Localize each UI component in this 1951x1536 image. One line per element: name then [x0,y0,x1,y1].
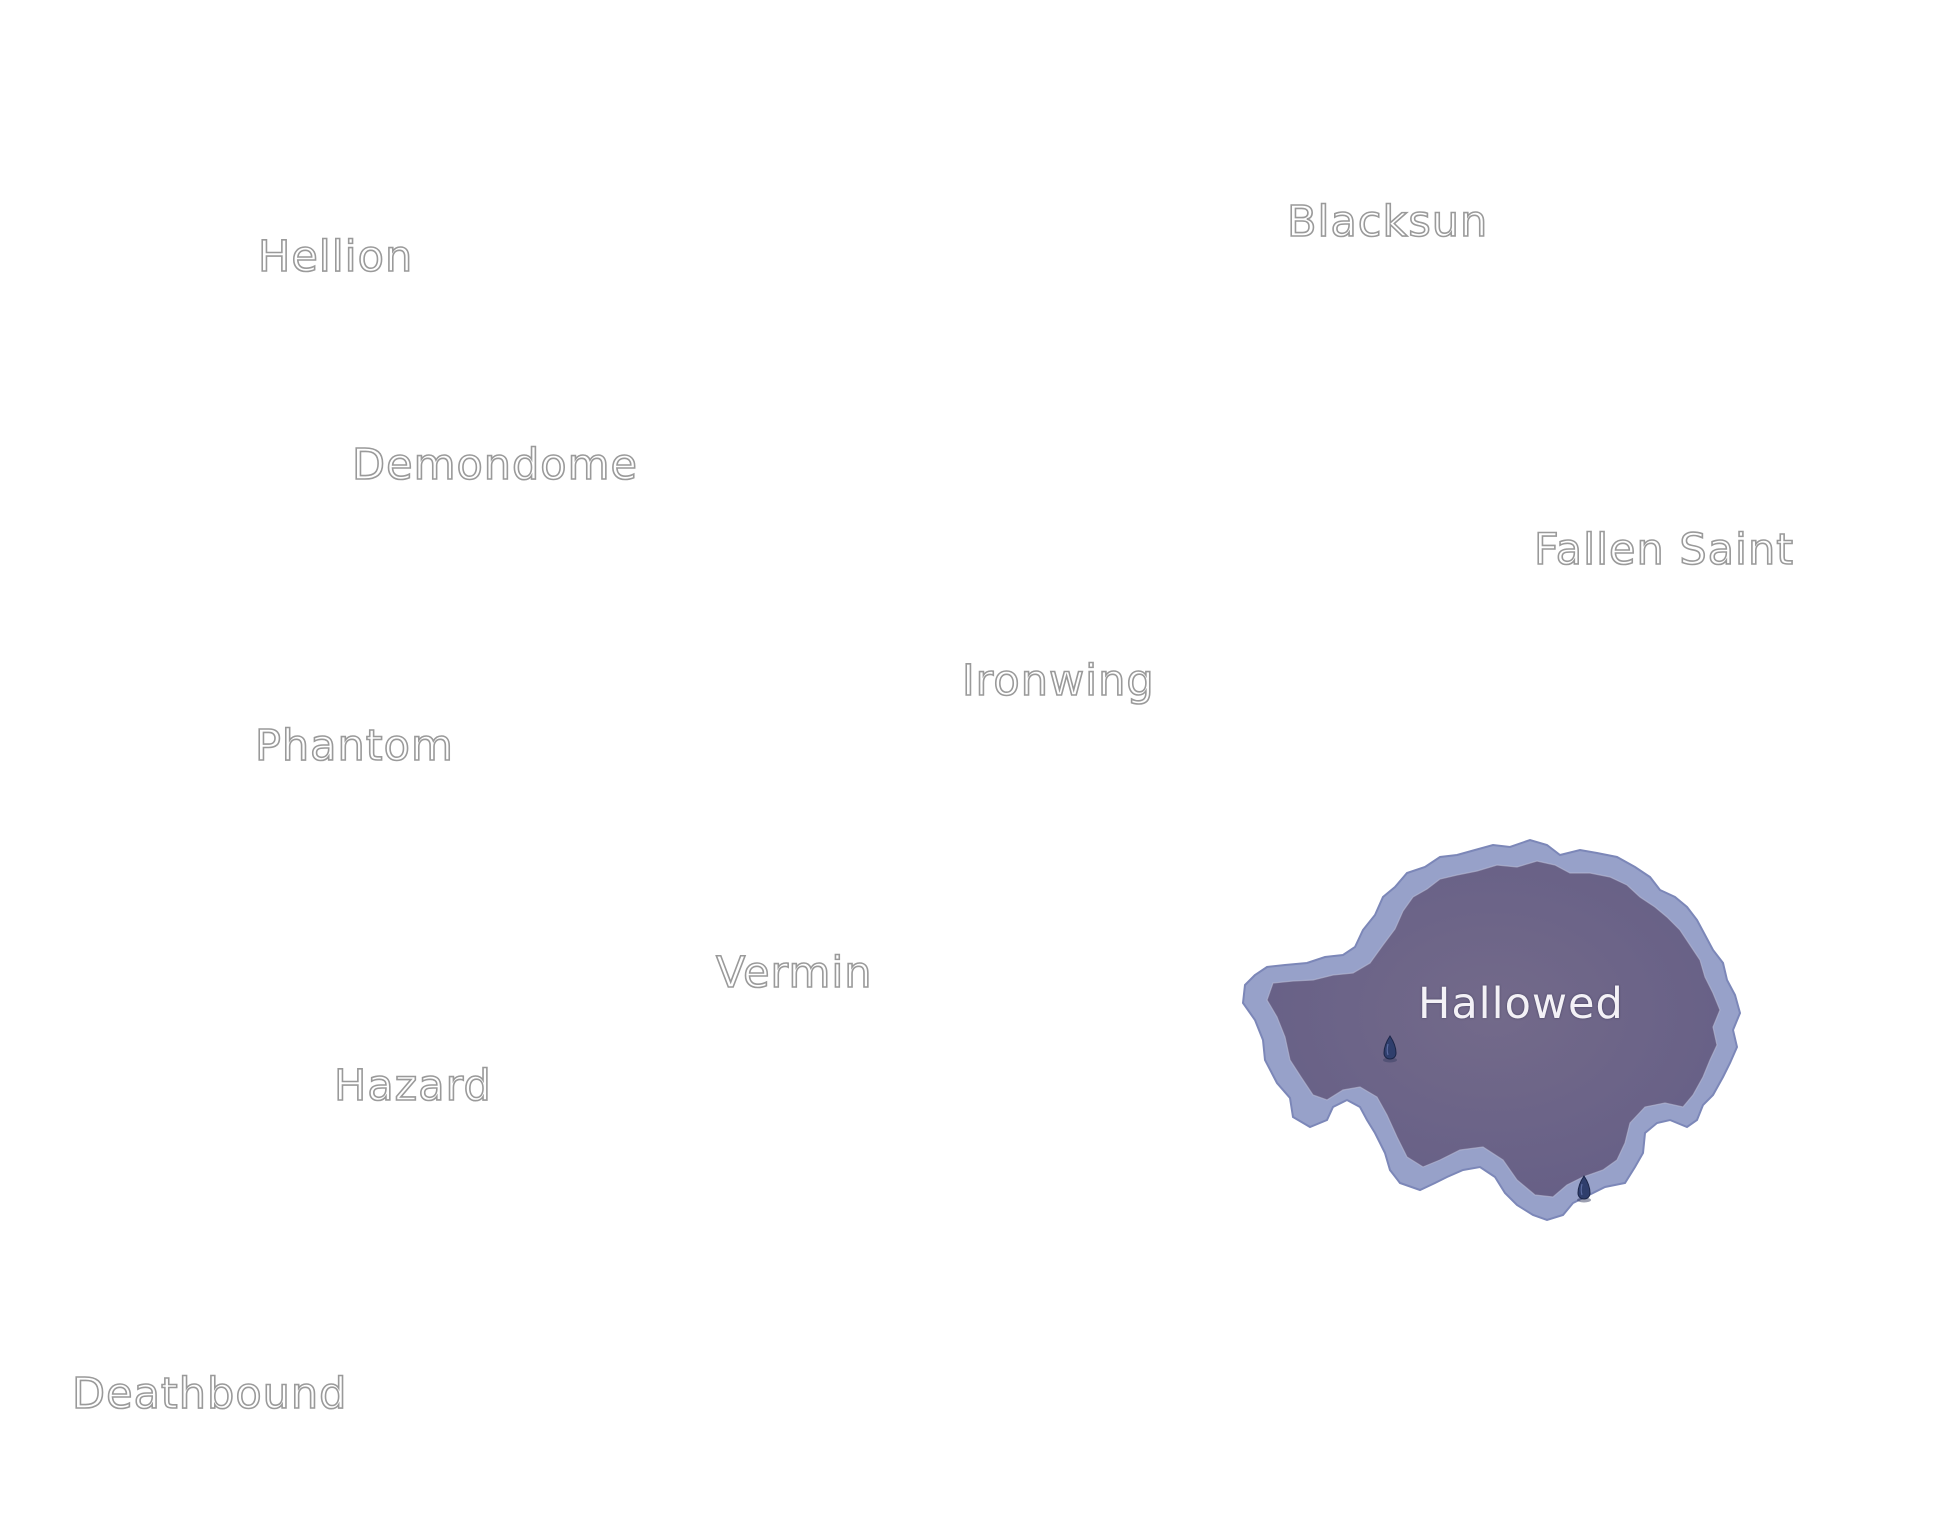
territory-shape [1241,838,1742,1222]
region-label-fallen-saint[interactable]: Fallen Saint [1533,525,1795,575]
pin-icon[interactable] [1574,1174,1594,1204]
territory-hallowed[interactable] [1235,815,1755,1235]
region-label-hallowed[interactable]: Hallowed [1418,979,1624,1029]
region-label-phantom[interactable]: Phantom [254,721,454,771]
region-label-ironwing[interactable]: Ironwing [961,656,1155,706]
region-label-hellion[interactable]: Hellion [257,232,414,282]
region-label-hazard[interactable]: Hazard [333,1061,492,1111]
region-label-blacksun[interactable]: Blacksun [1286,197,1489,247]
region-label-demondome[interactable]: Demondome [351,440,638,490]
region-label-vermin[interactable]: Vermin [715,948,873,998]
region-label-deathbound[interactable]: Deathbound [71,1369,348,1419]
pin-icon[interactable] [1380,1034,1400,1064]
